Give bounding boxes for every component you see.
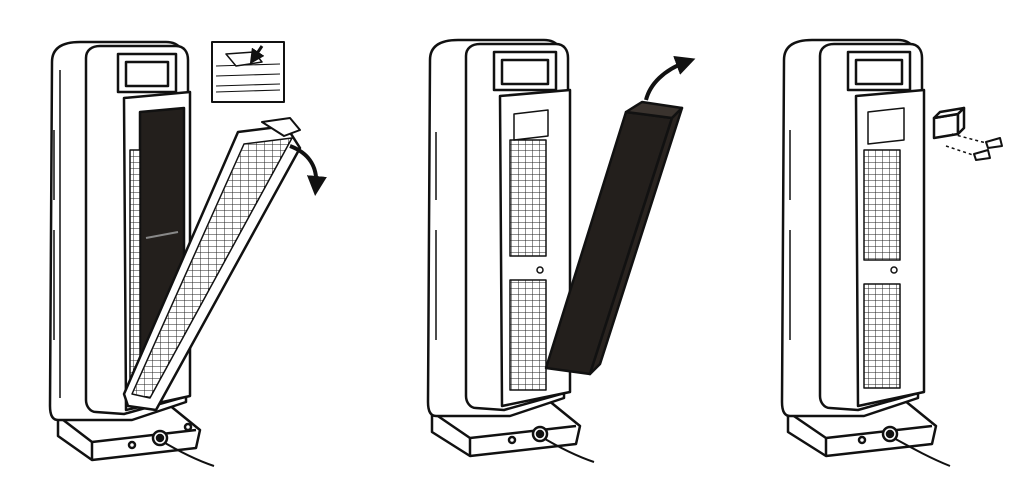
step-1-open-grille [48,40,327,467]
filter-cartridge [544,100,684,376]
screw [945,145,991,161]
step-3-fit-bracket [780,38,1003,467]
screw [951,133,1003,149]
bracket [932,106,966,140]
latch-detail-inset [211,41,285,103]
step-2-remove-filter [426,38,696,463]
curved-arrow-up [644,56,696,101]
curved-arrow-down [289,144,327,196]
